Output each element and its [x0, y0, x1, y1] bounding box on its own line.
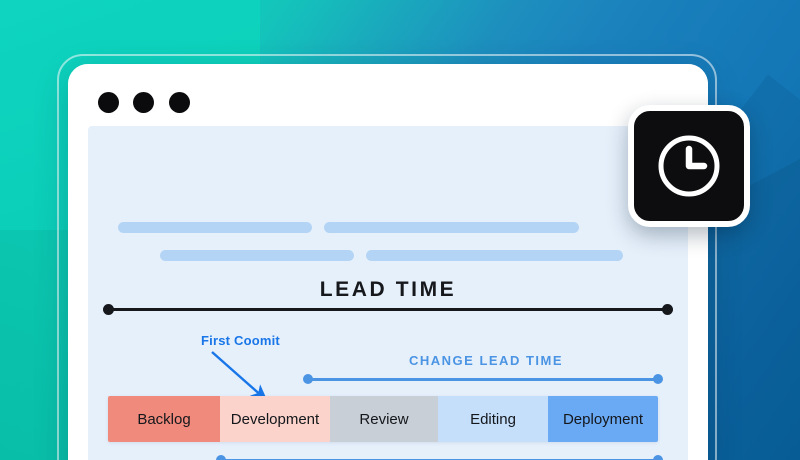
lead-time-start-marker	[103, 304, 114, 315]
workflow-stage-development[interactable]: Development	[220, 396, 330, 442]
browser-titlebar	[68, 64, 708, 126]
maximize-dot[interactable]	[169, 92, 190, 113]
browser-window: LEAD TIME First Coomit CHANGE LEAD TIME …	[68, 64, 708, 460]
workflow-stage-editing[interactable]: Editing	[438, 396, 548, 442]
skeleton-bar-3	[160, 250, 354, 261]
workflow-stage-label: Development	[230, 410, 320, 428]
clock-badge	[628, 105, 750, 227]
cycle-time-end-marker	[653, 455, 663, 460]
clock-icon	[658, 135, 720, 197]
lead-time-end-marker	[662, 304, 673, 315]
workflow-stage-label: Review	[359, 410, 409, 428]
first-commit-label: First Coomit	[201, 333, 280, 348]
workflow-stage-review[interactable]: Review	[330, 396, 438, 442]
change-lead-time-label: CHANGE LEAD TIME	[409, 353, 563, 368]
cycle-time-start-marker	[216, 455, 226, 460]
lead-time-axis	[108, 308, 668, 311]
workflow-stage-deployment[interactable]: Deployment	[548, 396, 658, 442]
workflow-stage-backlog[interactable]: Backlog	[108, 396, 220, 442]
change-lead-time-axis	[308, 378, 658, 381]
workflow-stage-label: Backlog	[137, 410, 191, 428]
first-commit-arrow-icon	[211, 351, 268, 402]
page-content: LEAD TIME First Coomit CHANGE LEAD TIME …	[88, 126, 688, 460]
workflow-stage-label: Deployment	[562, 410, 644, 428]
lead-time-label: LEAD TIME	[319, 278, 457, 301]
change-lead-time-start-marker	[303, 374, 313, 384]
skeleton-bar-4	[366, 250, 623, 261]
workflow-stage-label: Editing	[470, 410, 516, 428]
close-dot[interactable]	[98, 92, 119, 113]
minimize-dot[interactable]	[133, 92, 154, 113]
change-lead-time-end-marker	[653, 374, 663, 384]
browser-window-outline	[57, 54, 717, 460]
skeleton-bar-2	[324, 222, 579, 233]
skeleton-bar-1	[118, 222, 312, 233]
workflow-stage-bar: Backlog Development Review Editing Deploymen…	[108, 396, 658, 442]
